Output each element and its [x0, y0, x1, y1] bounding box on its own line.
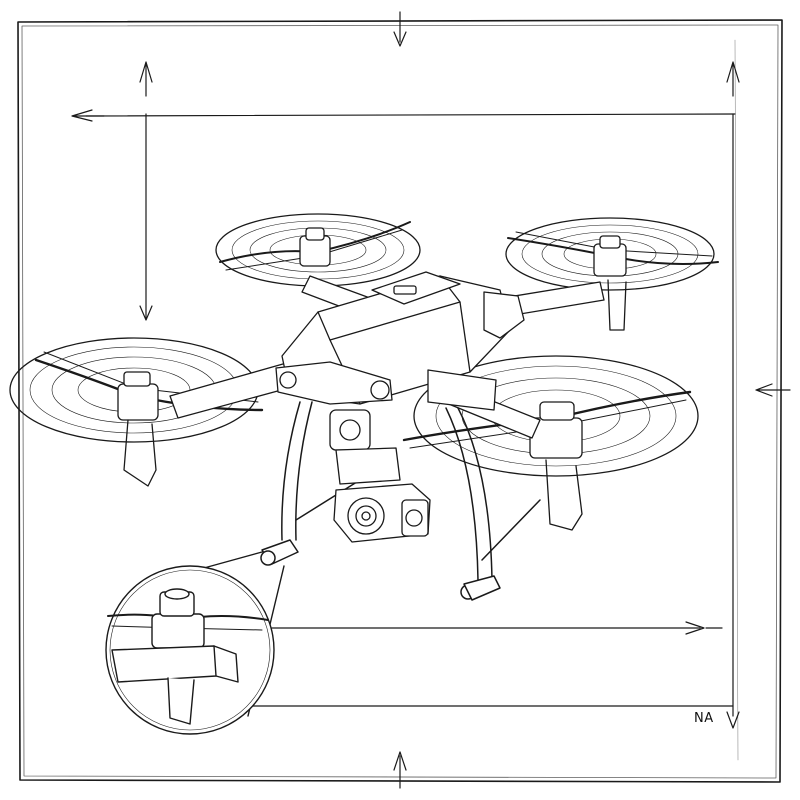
arrow-top-center-icon — [393, 11, 407, 47]
drone-body — [275, 271, 525, 411]
arrow-up-left-icon — [139, 61, 153, 97]
arrow-left-right-edge-icon — [755, 383, 791, 397]
arrow-left-top-icon — [71, 109, 105, 122]
rotor-front-left — [9, 337, 264, 487]
gimbal-camera — [329, 409, 431, 543]
drone — [9, 213, 719, 601]
arrow-marks — [71, 11, 791, 789]
rotor-back-right — [505, 217, 719, 331]
detail-callout — [105, 551, 285, 735]
corner-label: NA — [694, 711, 714, 726]
arrow-right-mid-icon — [685, 621, 723, 635]
rotor-back-left — [215, 213, 421, 287]
sheet-border — [17, 19, 783, 783]
dimension-lines — [74, 39, 739, 761]
detail-motor — [107, 588, 269, 725]
landing-gear — [260, 401, 541, 601]
arrow-up-right-icon — [726, 61, 740, 97]
arrow-down-dim-icon — [139, 305, 153, 321]
arrow-down-bottom-icon — [726, 711, 740, 729]
arrow-bottom-center-icon — [393, 751, 407, 789]
